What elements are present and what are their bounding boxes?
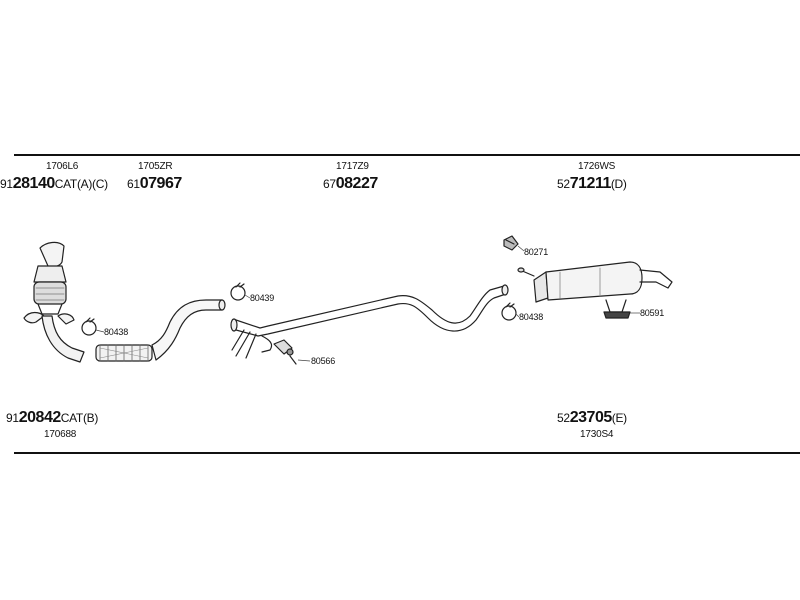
clip-label-80438-right: 80438: [519, 312, 544, 322]
part-number-main: 20842: [18, 409, 62, 426]
part-number-prefix: 52: [557, 411, 570, 425]
part-number-prefix: 52: [557, 177, 570, 191]
part-number-catalyst-rear: 9120842CAT(B): [6, 410, 98, 426]
part-number-rear-silencer: 5271211(D): [557, 176, 627, 192]
part-number-silencer-alt: 5223705(E): [557, 410, 627, 426]
clip-label-80591: 80591: [640, 308, 665, 318]
clamp-80439-drawing: [230, 282, 246, 301]
part-number-main: 28140: [12, 175, 56, 192]
part-number-front-pipe: 6107967: [127, 176, 182, 192]
clip-label-80566: 80566: [311, 356, 336, 366]
bolt-80271-drawing: [503, 235, 519, 251]
part-number-catalyst-front: 9128140CAT(A)(C): [0, 176, 108, 192]
part-code-1726WS: 1726WS: [578, 161, 616, 172]
part-number-prefix: 91: [6, 411, 19, 425]
part-code-1706L6: 1706L6: [46, 161, 79, 172]
clip-label-80439: 80439: [250, 293, 275, 303]
catalytic-converter-drawing: [23, 241, 85, 363]
rear-silencer-drawing: [517, 261, 673, 319]
clamp-80438-left-drawing: [81, 317, 97, 336]
part-number-suffix: (E): [611, 411, 627, 425]
part-number-prefix: 91: [0, 177, 13, 191]
part-code-170688: 170688: [44, 429, 77, 440]
part-number-main: 71211: [569, 175, 612, 192]
part-number-main: 08227: [335, 175, 379, 192]
part-number-prefix: 61: [127, 177, 140, 191]
clamp-80438-right-drawing: [501, 302, 517, 321]
part-number-middle-pipe: 6708227: [323, 176, 378, 192]
clip-label-80438-left: 80438: [104, 327, 129, 337]
middle-pipe-drawing: [230, 284, 509, 359]
part-number-suffix: CAT(B): [60, 411, 99, 425]
clip-label-80271: 80271: [524, 247, 549, 257]
part-number-suffix: (D): [610, 177, 627, 191]
bottom-divider-line: [14, 452, 800, 454]
part-number-main: 23705: [569, 409, 613, 426]
front-pipe-drawing: [95, 299, 226, 362]
part-number-main: 07967: [139, 175, 183, 192]
top-divider-line: [14, 154, 800, 156]
part-code-1705ZR: 1705ZR: [138, 161, 173, 172]
part-code-1717Z9: 1717Z9: [336, 161, 369, 172]
part-number-prefix: 67: [323, 177, 336, 191]
part-code-1730S4: 1730S4: [580, 429, 614, 440]
part-number-suffix: CAT(A)(C): [54, 177, 108, 191]
bracket-80566-drawing: [273, 339, 297, 365]
